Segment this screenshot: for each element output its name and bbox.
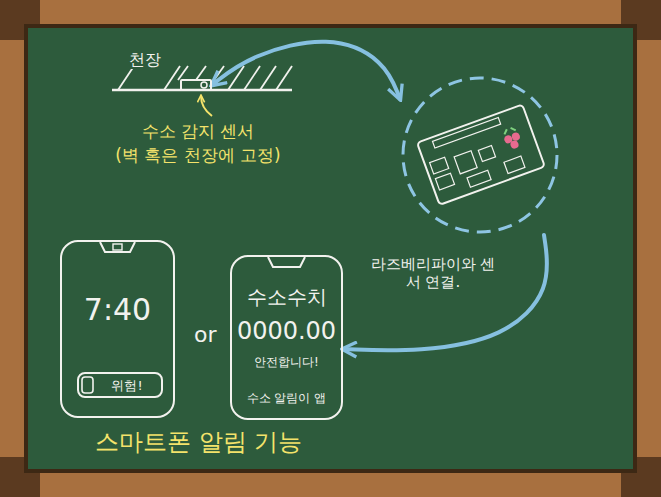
app-icon xyxy=(82,377,93,393)
phone-app: 수소수치 0000.00 안전합니다! 수소 알림이 앱 xyxy=(230,255,343,420)
connection-label: 라즈베리파이와 센서 연결. xyxy=(368,255,498,291)
or-label: or xyxy=(191,322,220,348)
reading-value: 0000.00 xyxy=(232,317,341,346)
lock-icon xyxy=(113,244,122,250)
sensor-label: 수소 감지 센서 xyxy=(98,121,298,141)
ceiling-hatch xyxy=(118,66,292,90)
alert-button: 위험! xyxy=(77,372,163,398)
leader-line xyxy=(201,96,212,116)
app-name: 수소 알림이 앱 xyxy=(232,391,341,405)
chalkboard xyxy=(28,28,633,469)
phone-notch xyxy=(100,242,135,252)
reading-title: 수소수치 xyxy=(232,285,341,309)
phone-clock: 위험! 7:40 xyxy=(60,240,175,418)
dashed-circle-outline xyxy=(403,78,557,232)
dashed-circle xyxy=(400,75,560,235)
curved-arrow xyxy=(212,42,400,99)
clock-time: 7:40 xyxy=(62,292,173,328)
alert-text: 위험! xyxy=(93,378,161,394)
feature-title: 스마트폰 알림 기능 xyxy=(92,428,305,457)
board-edge xyxy=(24,24,637,473)
curved-arrow xyxy=(343,235,547,350)
status-text: 안전합니다! xyxy=(232,355,341,369)
ceiling-label: 천장 xyxy=(126,50,164,69)
raspberry-logo xyxy=(503,131,523,151)
raspberry-pi-circle: 라즈베리파이와 센서 연결. xyxy=(400,75,560,235)
raspberry-pi-board xyxy=(417,104,545,204)
sensor-detail xyxy=(201,82,207,88)
sensor-mount-note: (벽 혹은 천장에 고정) xyxy=(98,145,298,165)
hydrogen-sensor: 수소 감지 센서(벽 혹은 천장에 고정) xyxy=(180,79,212,91)
phone-notch xyxy=(268,257,305,267)
